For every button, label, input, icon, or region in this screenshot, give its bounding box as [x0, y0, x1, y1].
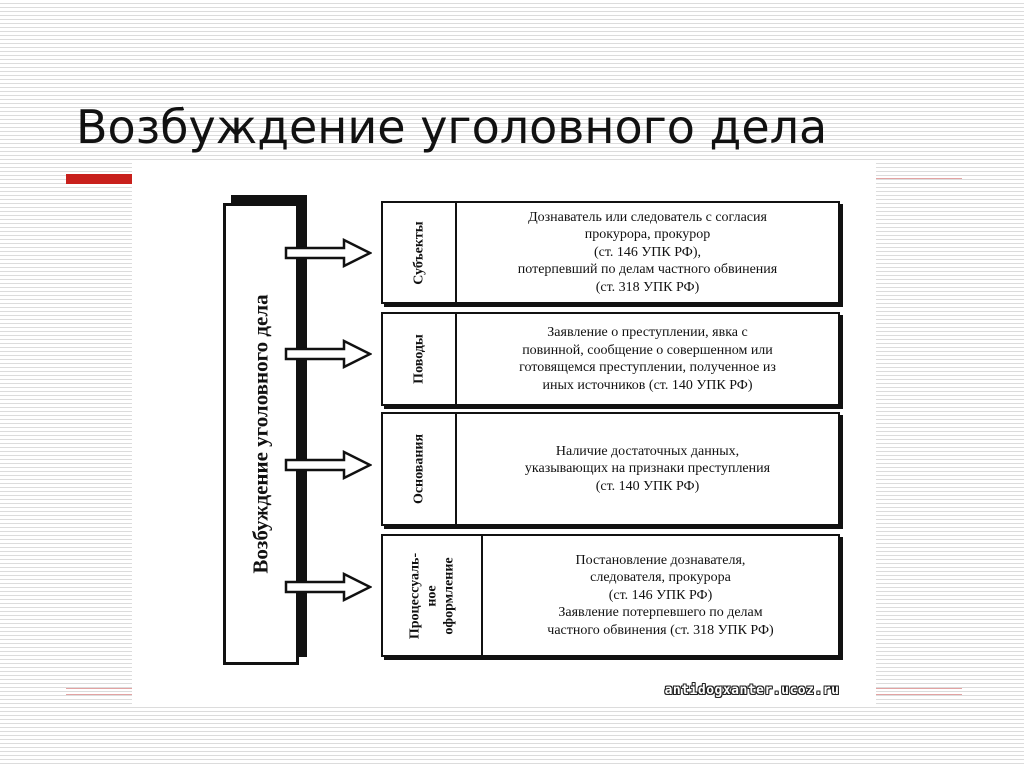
row-text-line: прокурора, прокурор	[584, 227, 711, 243]
decorative-line	[66, 688, 132, 689]
row-label-line: оформление	[441, 556, 457, 635]
decorative-line	[876, 178, 962, 179]
row-text-line: указывающих на признаки преступления	[524, 461, 771, 477]
row-label-line: Процессуаль-	[407, 552, 423, 639]
row-text-line: Постановление дознавателя,	[575, 552, 746, 568]
decorative-line	[876, 688, 962, 689]
row-content: Дознаватель или следователь с согласия п…	[457, 203, 838, 302]
main-block-label: Возбуждение уголовного дела	[248, 294, 273, 574]
row-text-line: готовящемся преступлении, полученное из	[519, 360, 776, 375]
decorative-line	[66, 694, 132, 695]
row-text-line: Заявление о преступлении, явка с	[547, 325, 748, 340]
row-label-cell: Поводы	[383, 314, 457, 404]
row-text-line: (ст. 140 УПК РФ)	[595, 478, 700, 494]
row-text-line: частного обвинения (ст. 318 УПК РФ)	[547, 622, 774, 638]
row-text-line: Дознаватель или следователь с согласия	[528, 209, 767, 225]
watermark: antidogxanter.ucoz.ru	[664, 683, 840, 698]
diagram-row-procedural: Процессуаль- ное оформление Постановлени…	[381, 534, 840, 657]
right-arrow-icon	[284, 238, 372, 268]
row-text-line: повинной, сообщение о совершенном или	[522, 342, 773, 358]
decorative-line	[876, 694, 962, 695]
row-text-line: иных источников (ст. 140 УПК РФ)	[542, 377, 753, 393]
row-text-line: потерпевший по делам частного обвинения	[517, 262, 778, 278]
row-text-line: (ст. 146 УПК РФ),	[593, 244, 702, 260]
right-arrow-icon	[284, 339, 372, 369]
row-content: Постановление дознавателя, следователя, …	[483, 536, 838, 655]
row-text-line: (ст. 146 УПК РФ)	[608, 587, 713, 603]
row-text-line: Заявление потерпевшего по делам	[558, 605, 763, 621]
diagram-row-subjects: Субъекты Дознаватель или следователь с с…	[381, 201, 840, 304]
diagram-row-reasons: Поводы Заявление о преступлении, явка с …	[381, 312, 840, 406]
row-label-line: ное	[424, 584, 440, 607]
title-accent-bar	[66, 174, 136, 184]
row-content: Заявление о преступлении, явка с повинно…	[457, 314, 838, 404]
row-label-cell: Субъекты	[383, 203, 457, 302]
diagram-row-grounds: Основания Наличие достаточных данных, ук…	[381, 412, 840, 526]
row-text-line: (ст. 318 УПК РФ)	[595, 279, 700, 295]
row-label: Процессуаль- ное оформление	[407, 521, 458, 671]
right-arrow-icon	[284, 450, 372, 480]
right-arrow-icon	[284, 572, 372, 602]
row-text-line: Наличие достаточных данных,	[555, 443, 740, 459]
row-label-cell: Процессуаль- ное оформление	[383, 536, 483, 655]
row-content: Наличие достаточных данных, указывающих …	[457, 414, 838, 524]
row-label-cell: Основания	[383, 414, 457, 524]
row-text-line: следователя, прокурора	[590, 570, 731, 586]
slide-title: Возбуждение уголовного дела	[76, 100, 828, 154]
